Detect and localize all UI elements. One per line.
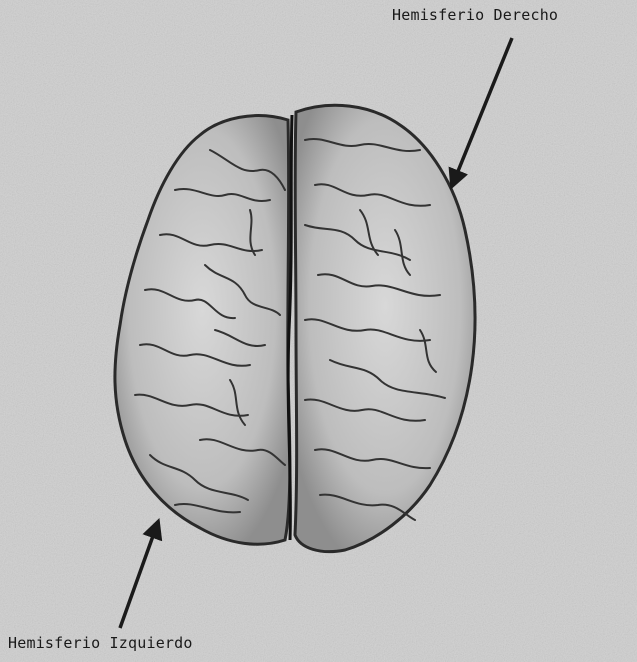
brain-illustration — [115, 105, 475, 551]
right-hemisphere-label: Hemisferio Derecho — [392, 6, 558, 24]
left-hemisphere-label: Hemisferio Izquierdo — [8, 634, 193, 652]
